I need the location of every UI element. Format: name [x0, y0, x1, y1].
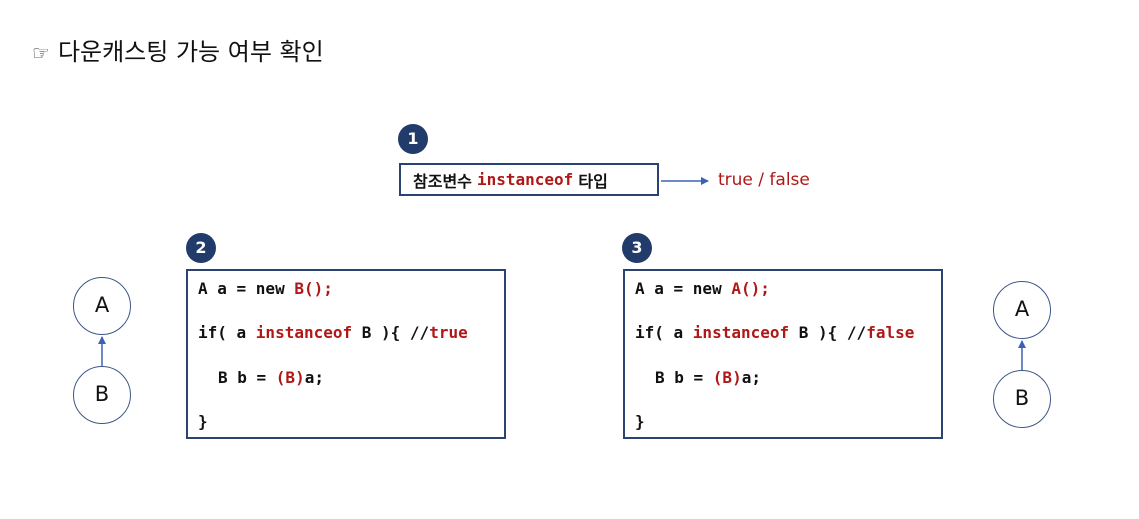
code-line-2: if( a instanceof B ){ //false	[635, 323, 915, 342]
code-line-2: if( a instanceof B ){ //true	[198, 323, 468, 342]
class-node-parent-left: A	[73, 277, 131, 335]
page-title: ☞ 다운캐스팅 가능 여부 확인	[32, 36, 324, 69]
result-true-false: true / false	[718, 170, 810, 190]
code-line-3: B b = (B)a;	[655, 368, 761, 387]
page-title-text: 다운캐스팅 가능 여부 확인	[57, 38, 324, 66]
expr-instanceof-keyword: instanceof	[476, 170, 574, 189]
code-line-1: A a = new A();	[635, 279, 770, 298]
instanceof-syntax-box: 참조변수 instanceof 타입	[399, 163, 659, 196]
expr-type: 타입	[578, 171, 608, 191]
code-box-failure: A a = new A(); if( a instanceof B ){ //f…	[623, 269, 943, 439]
code-line-4: }	[198, 412, 208, 431]
code-line-1: A a = new B();	[198, 279, 333, 298]
pointing-hand-icon: ☞	[32, 41, 50, 65]
code-box-success: A a = new B(); if( a instanceof B ){ //t…	[186, 269, 506, 439]
expr-reference-variable: 참조변수	[413, 171, 472, 191]
code-line-3: B b = (B)a;	[218, 368, 324, 387]
code-line-4: }	[635, 412, 645, 431]
class-node-parent-right: A	[993, 281, 1051, 339]
step-badge-3: 3	[622, 233, 652, 263]
class-node-child-left: B	[73, 366, 131, 424]
class-node-child-right: B	[993, 370, 1051, 428]
step-badge-2: 2	[186, 233, 216, 263]
step-badge-1: 1	[398, 124, 428, 154]
